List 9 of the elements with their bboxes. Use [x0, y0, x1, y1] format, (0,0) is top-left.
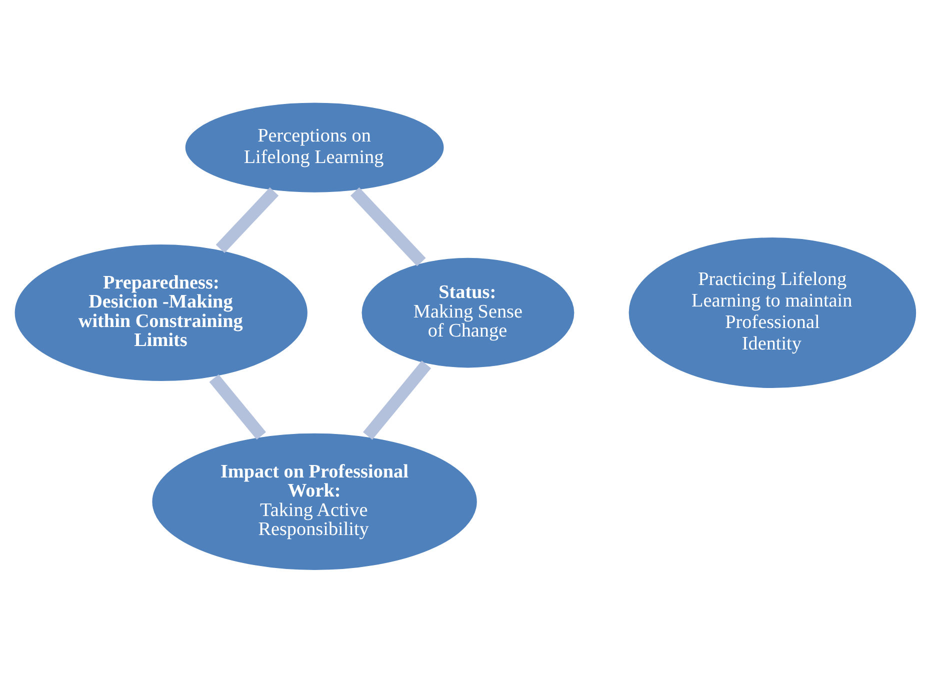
- node-ellipse: Practicing Lifelong Learning to maintain Professional Identity: [626, 235, 918, 390]
- node-ellipse: Impact on Professional Work: Taking Active Responsibility: [150, 431, 480, 572]
- node-ellipse: Status: Making Sense of Change: [359, 255, 577, 370]
- connector: [363, 360, 432, 440]
- connector: [350, 187, 426, 266]
- connector: [209, 374, 266, 440]
- node-ellipse: Preparedness: Desicion -Making within Constraining Limits: [12, 242, 310, 384]
- node-ellipse: Perceptions on Lifelong Learning: [182, 100, 446, 195]
- connector: [216, 187, 279, 253]
